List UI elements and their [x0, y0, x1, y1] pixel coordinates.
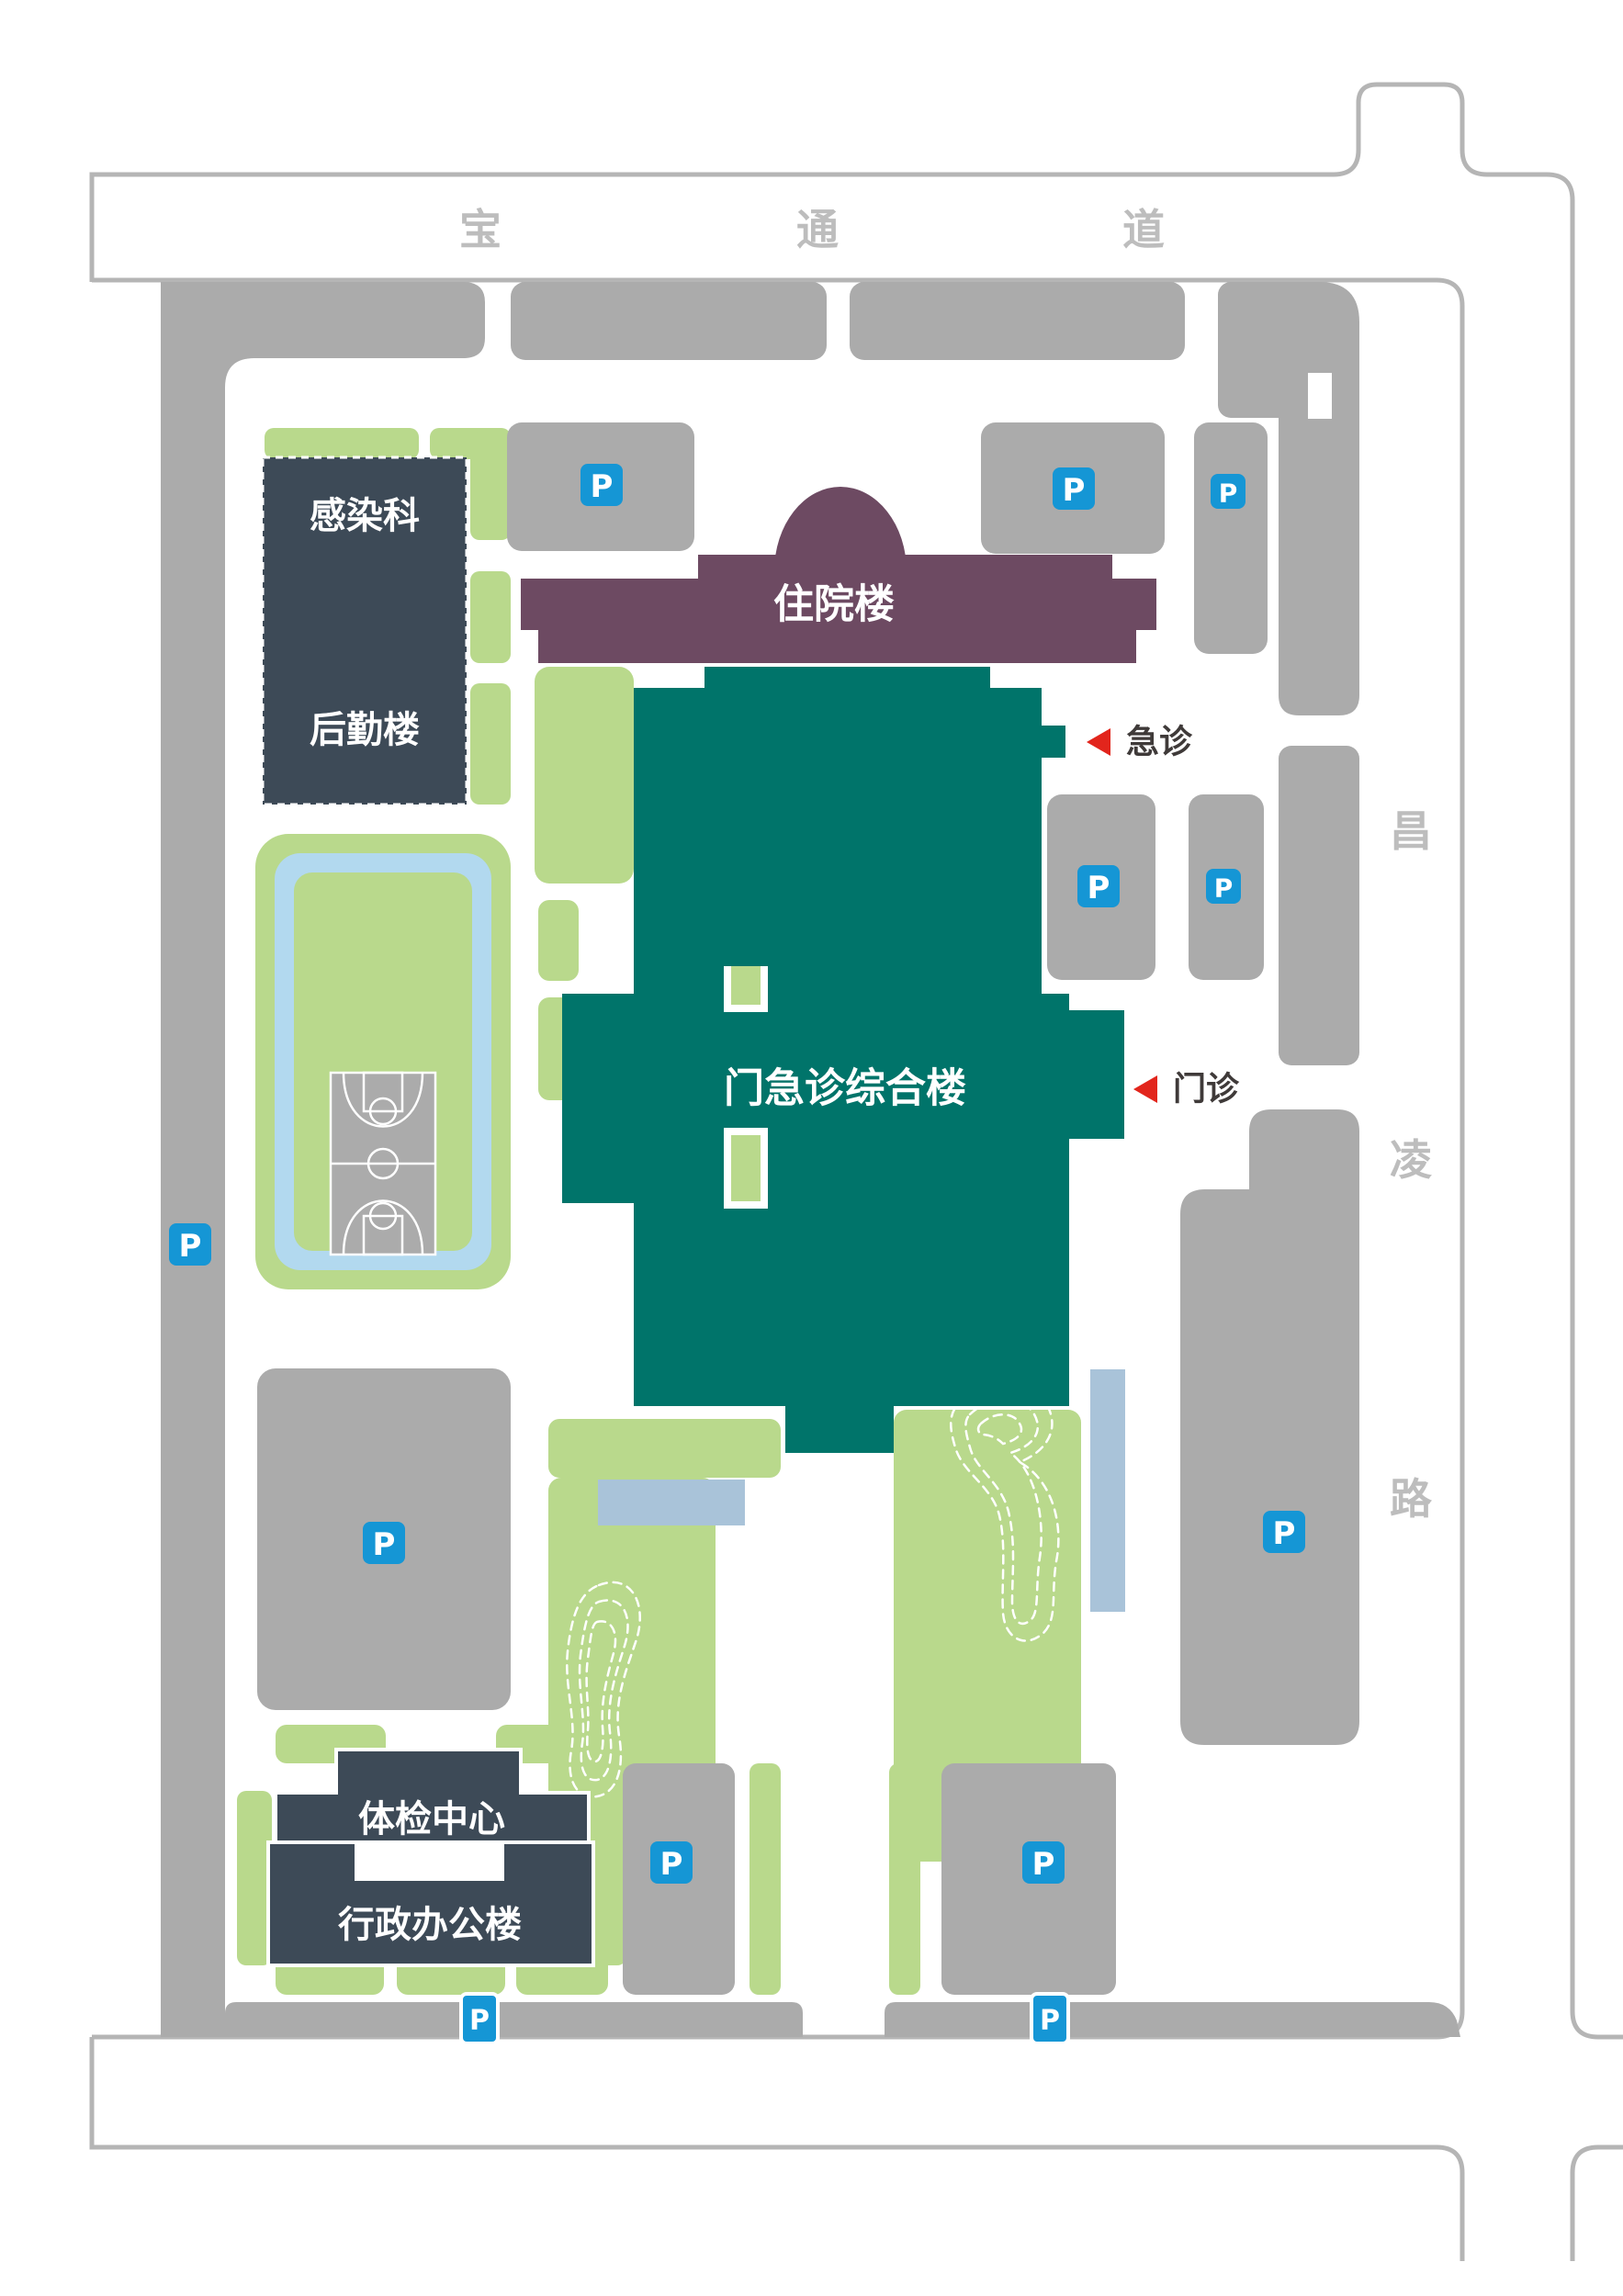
road-name-label: 昌	[1390, 806, 1432, 856]
svg-text:P: P	[1088, 870, 1110, 906]
road-name-label: 宝	[459, 205, 502, 254]
parking-icon: P	[1022, 1841, 1065, 1884]
parking-icon: P	[169, 1223, 211, 1266]
entrance-marker: 门诊	[1133, 1071, 1240, 1109]
lawn-northwest-of-main-building	[535, 667, 634, 884]
east-large-building	[1180, 1109, 1359, 1745]
entrance-arrow-icon	[1087, 728, 1110, 756]
building-label: 感染科	[310, 495, 420, 537]
ring-road-south-left	[225, 2002, 803, 2037]
ring-road-south-right	[885, 2002, 1460, 2037]
road-name-label: 通	[796, 205, 839, 254]
svg-text:P: P	[179, 1228, 202, 1265]
road-border-bottom	[89, 2037, 1465, 2261]
parking-lot	[1194, 422, 1268, 654]
garden-path-southeast	[950, 1381, 1060, 1642]
parking-icon: P	[363, 1522, 405, 1564]
lawns	[237, 428, 1081, 1995]
svg-text:P: P	[591, 468, 614, 505]
road-name-label: 路	[1390, 1474, 1433, 1524]
footpath-southwest	[598, 1480, 745, 1525]
inpatient-step-bottom	[538, 630, 1136, 663]
entrance-label: 急诊	[1126, 724, 1193, 761]
sports-field	[255, 834, 511, 1289]
lawn-strip	[538, 900, 579, 981]
building-label: 后勤楼	[310, 709, 420, 751]
basketball-court	[329, 1071, 437, 1256]
lawn-strip	[889, 1763, 920, 1995]
infection-logistics-building	[261, 456, 468, 806]
building-label: 体检中心	[358, 1798, 505, 1840]
parking-icon: P	[1206, 869, 1241, 904]
svg-text:P: P	[373, 1526, 396, 1563]
ring-road-west	[161, 282, 485, 2037]
building-label: 门急诊综合楼	[724, 1065, 966, 1112]
svg-text:P: P	[1214, 873, 1234, 904]
northeast-building-notch	[1308, 373, 1332, 419]
parking-icon: P	[1030, 1992, 1070, 2045]
parking-icon: P	[1211, 474, 1245, 509]
entrance-label: 门诊	[1173, 1071, 1240, 1109]
svg-text:P: P	[469, 2005, 490, 2037]
road-border-bottom-right	[1570, 2144, 1623, 2261]
building-label: 住院楼	[773, 581, 895, 628]
footpath-southeast	[1090, 1369, 1125, 1612]
north-buildings	[511, 282, 1359, 1065]
svg-text:P: P	[1219, 478, 1238, 509]
campus-ring-road	[161, 282, 1460, 2037]
lawn-strip	[470, 683, 511, 805]
road-border-outer	[89, 82, 1623, 2040]
outpatient-emergency-building	[562, 667, 1124, 1453]
parking-icon: P	[459, 1992, 500, 2045]
outpatient-emergency-complex	[562, 667, 1124, 1453]
lawn-southwest-upper	[548, 1419, 781, 1478]
east-column-building-lower	[1279, 746, 1359, 1065]
entrance-arrow-icon	[1133, 1075, 1157, 1103]
inpatient-main	[521, 579, 1156, 630]
lawn-southeast-column	[894, 1410, 1081, 1862]
inpatient-building	[521, 487, 1156, 663]
parking-icon: P	[1053, 467, 1095, 510]
parking-icon: P	[650, 1841, 693, 1884]
garden-path-southwest	[566, 1581, 641, 1798]
admin-complex	[266, 1748, 595, 1967]
parking-icon: P	[580, 464, 623, 506]
entrance-marker: 急诊	[1087, 724, 1193, 761]
svg-text:P: P	[1273, 1515, 1296, 1552]
building-notch-lawn	[731, 1135, 761, 1201]
north-building-2	[850, 282, 1185, 360]
building-notch-lawn	[731, 966, 761, 1005]
parking-markers: P P P P P P P P P P P P	[169, 464, 1305, 2045]
lawn-strip	[265, 428, 419, 459]
lawn-tab	[592, 1791, 626, 1965]
svg-text:P: P	[1063, 472, 1086, 509]
lawn-strip	[750, 1763, 781, 1995]
svg-text:P: P	[660, 1846, 683, 1883]
parking-icon: P	[1263, 1511, 1305, 1553]
east-column-building-upper	[1279, 282, 1359, 715]
admin-office-building	[266, 1840, 595, 1967]
road-name-label: 凌	[1390, 1135, 1432, 1185]
building-label: 行政办公楼	[338, 1904, 522, 1946]
inpatient-step-top	[698, 555, 1112, 580]
road-name-label: 道	[1122, 205, 1165, 254]
svg-text:P: P	[1040, 2005, 1060, 2037]
parking-icon: P	[1077, 865, 1120, 907]
north-building-1	[511, 282, 827, 360]
lawn-tab	[237, 1791, 272, 1965]
lawn-strip	[470, 571, 511, 663]
lawn-strip	[470, 432, 511, 540]
svg-text:P: P	[1032, 1846, 1055, 1883]
